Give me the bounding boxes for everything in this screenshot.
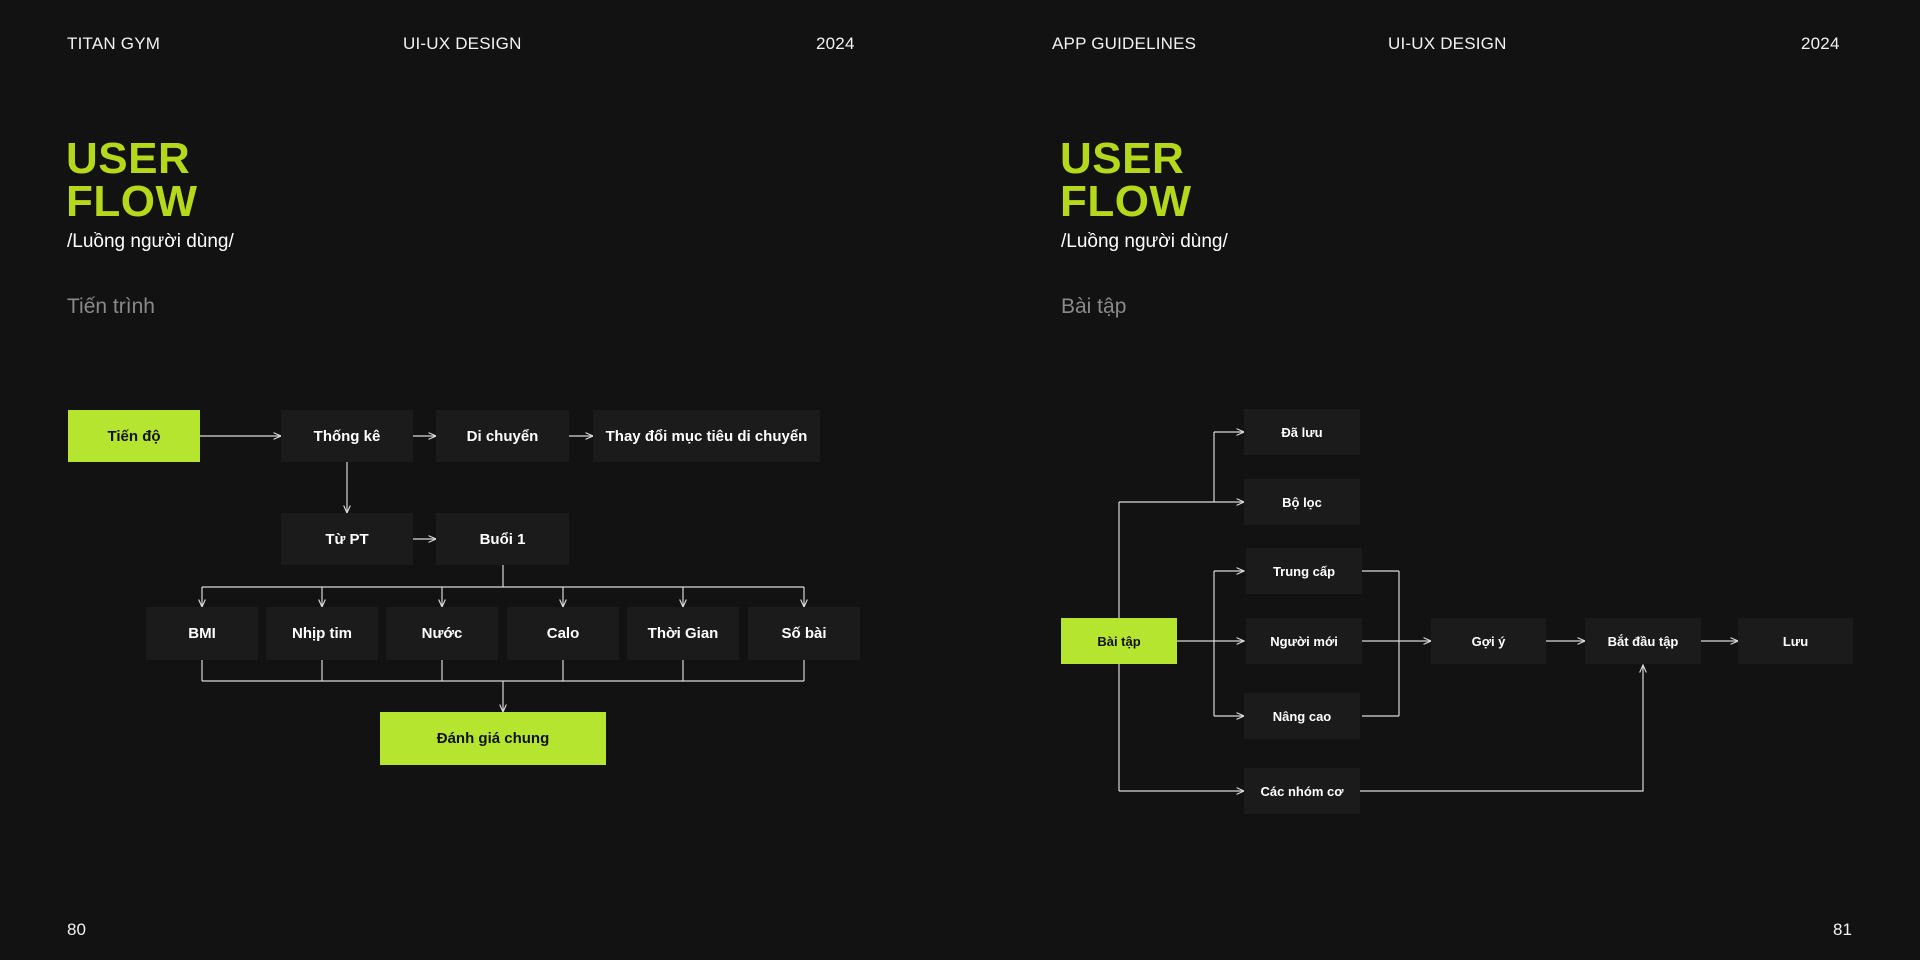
header-center-label: UI-UX DESIGN [403,34,522,53]
page-number-right: 81 [1833,920,1852,939]
node-calo[interactable]: Calo [507,607,619,660]
subtitle-right: /Luồng người dùng/ [1061,231,1228,252]
edge-cacnhomco-batdau [1360,665,1643,792]
node-trung-cap[interactable]: Trung cấp [1246,548,1362,594]
node-nang-cao[interactable]: Nâng cao [1244,693,1360,739]
node-bai-tap[interactable]: Bài tập [1061,618,1177,664]
node-bmi[interactable]: BMI [146,607,258,660]
node-cac-nhom-co[interactable]: Các nhóm cơ [1244,768,1360,814]
section-title-right: Bài tập [1061,295,1127,318]
node-da-luu[interactable]: Đã lưu [1244,409,1360,455]
node-so-bai[interactable]: Số bài [748,607,860,660]
node-thay-doi-muc-tieu[interactable]: Thay đổi mục tiêu di chuyển [593,410,820,462]
node-nhip-tim[interactable]: Nhịp tim [266,607,378,660]
node-bo-loc[interactable]: Bộ lọc [1244,479,1360,525]
node-di-chuyen[interactable]: Di chuyển [436,410,569,462]
header-year-right: 2024 [1801,34,1840,53]
node-danh-gia-chung[interactable]: Đánh giá chung [380,712,606,765]
title-line1-right: USER [1060,134,1185,183]
title-line1: USER [66,134,191,183]
node-tien-do[interactable]: Tiến độ [68,410,200,462]
node-buoi-1[interactable]: Buổi 1 [436,513,569,565]
page-number-left: 80 [67,920,86,939]
brand-label: TITAN GYM [67,34,161,53]
node-thoi-gian[interactable]: Thời Gian [627,607,739,660]
section-title: Tiến trình [67,295,155,318]
node-nguoi-moi[interactable]: Người mới [1246,618,1362,664]
header-center-label-right: UI-UX DESIGN [1388,34,1507,53]
title-line2: FLOW [66,177,198,226]
title-line2-right: FLOW [1060,177,1192,226]
node-luu[interactable]: Lưu [1738,618,1853,664]
node-bat-dau-tap[interactable]: Bắt đầu tập [1585,618,1701,664]
node-thong-ke[interactable]: Thống kê [281,410,413,462]
node-goi-y[interactable]: Gợi ý [1431,618,1546,664]
node-tu-pt[interactable]: Từ PT [281,513,413,565]
header-left-label: APP GUIDELINES [1052,34,1197,53]
node-nuoc[interactable]: Nước [386,607,498,660]
header-year: 2024 [816,34,855,53]
subtitle: /Luồng người dùng/ [67,231,234,252]
